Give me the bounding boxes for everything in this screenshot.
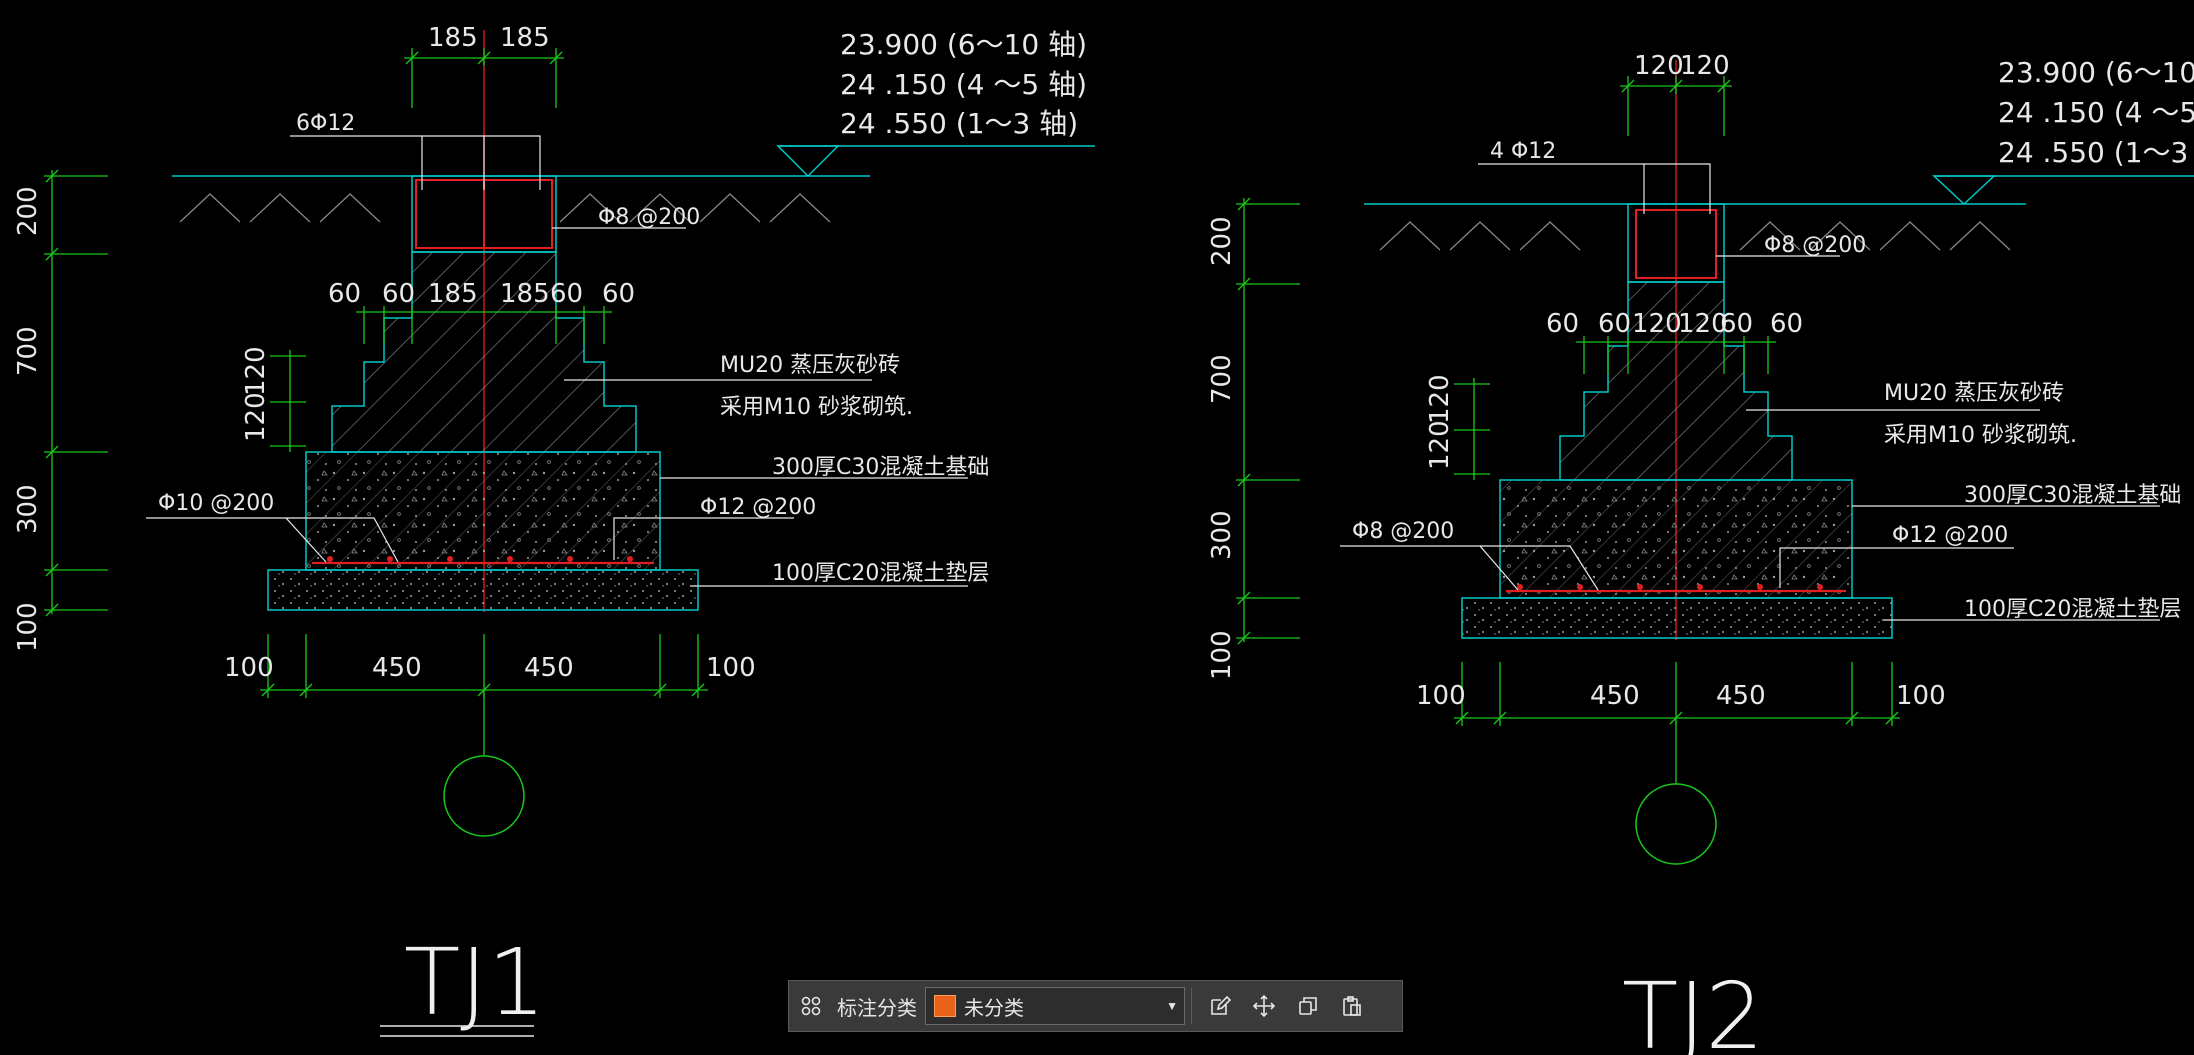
label-rebar-top: 4 Φ12	[1490, 139, 1556, 164]
brick-wall	[331, 251, 637, 453]
cushion-layer	[267, 569, 699, 611]
label-brick-1: MU20 蒸压灰砂砖	[720, 353, 900, 378]
dim-step-4: 120	[1678, 309, 1728, 339]
category-label: 标注分类	[837, 997, 917, 1020]
side-dim-lines	[1236, 197, 1300, 645]
label-footing: 300厚C30混凝土基础	[1964, 483, 2181, 508]
step-dim-lines	[356, 306, 612, 344]
rebar-dots	[1517, 584, 1823, 590]
step-vert-dim-lines	[270, 350, 306, 452]
dim-side-2: 700	[1207, 354, 1237, 404]
dim-bottom-3: 450	[1716, 681, 1766, 711]
dim-step-6: 60	[1770, 309, 1803, 339]
label-cushion: 100厚C20混凝土垫层	[1964, 597, 2181, 622]
axis-bubble	[1635, 783, 1717, 865]
dim-top-1: 120	[1634, 51, 1684, 81]
dim-side-3: 300	[13, 484, 43, 534]
dim-step-5: 60	[550, 279, 583, 309]
copy-icon[interactable]	[1288, 986, 1328, 1026]
dim-step-1: 60	[1546, 309, 1579, 339]
annotation-toolbar: 标注分类 未分类 ▼	[788, 980, 1403, 1032]
dim-step-vert-2: 120	[241, 392, 271, 442]
dim-step-1: 60	[328, 279, 361, 309]
category-dropdown[interactable]: 未分类 ▼	[925, 987, 1185, 1025]
label-footing: 300厚C30混凝土基础	[772, 455, 989, 480]
label-bottom-rebar-left: Φ10 @200	[158, 491, 274, 516]
dim-bottom-2: 450	[372, 653, 422, 683]
dim-bottom-4: 100	[1896, 681, 1946, 711]
label-stirrup: Φ8 @200	[598, 205, 700, 230]
category-color-swatch	[934, 995, 956, 1017]
leader-rebar-top	[1478, 163, 1711, 214]
label-bottom-rebar-left: Φ8 @200	[1352, 519, 1454, 544]
dim-top-2: 185	[500, 23, 550, 53]
leader-rebar-top	[290, 135, 541, 190]
dim-step-5: 60	[1720, 309, 1753, 339]
level-text-1: 23.900 (6～10 轴)	[1998, 56, 2194, 89]
drawing-tj1: 23.900 (6～10 轴) 24 .150 (4 ～5 轴) 24 .550…	[13, 23, 1095, 1037]
dim-step-4: 185	[500, 279, 550, 309]
cushion-layer	[1461, 597, 1893, 639]
drawing-title: TJ1	[404, 929, 546, 1036]
rebar-dots	[327, 556, 633, 562]
level-text-3: 24 .550 (1～3 轴)	[840, 107, 1078, 140]
dim-side-2: 700	[13, 326, 43, 376]
axis-bubble	[443, 755, 525, 837]
label-brick-1: MU20 蒸压灰砂砖	[1884, 381, 2064, 406]
dim-bottom-1: 100	[224, 653, 274, 683]
dim-step-3: 120	[1632, 309, 1682, 339]
dim-side-3: 300	[1207, 510, 1237, 560]
label-bottom-rebar-right: Φ12 @200	[700, 495, 816, 520]
top-dim-lines	[1620, 76, 1732, 136]
dim-step-6: 60	[602, 279, 635, 309]
bottom-dim-lines	[1454, 662, 1900, 726]
dim-step-vert-2: 120	[1425, 420, 1455, 470]
label-brick-2: 采用M10 砂浆砌筑.	[1884, 423, 2077, 448]
dim-step-2: 60	[382, 279, 415, 309]
label-stirrup: Φ8 @200	[1764, 233, 1866, 258]
level-text-3: 24 .550 (1～3 轴)	[1998, 136, 2194, 169]
drawing-tj2: 23.900 (6～10 轴) 24 .150 (4 ～5 轴) 24 .550…	[1207, 51, 2194, 1055]
dim-step-vert-1: 120	[1425, 374, 1455, 424]
level-marker	[1932, 175, 1996, 206]
dim-bottom-1: 100	[1416, 681, 1466, 711]
dim-step-vert-1: 120	[241, 346, 271, 396]
paste-icon[interactable]	[1332, 986, 1372, 1026]
level-text-2: 24 .150 (4 ～5 轴)	[840, 68, 1087, 101]
chevron-down-icon: ▼	[1166, 999, 1178, 1013]
dim-side-1: 200	[1207, 216, 1237, 266]
dim-bottom-2: 450	[1590, 681, 1640, 711]
move-icon[interactable]	[1244, 986, 1284, 1026]
dim-step-3: 185	[428, 279, 478, 309]
level-marker	[776, 145, 840, 178]
category-value: 未分类	[964, 997, 1024, 1020]
step-dim-lines	[1576, 336, 1776, 374]
side-dim-lines	[44, 169, 108, 617]
bottom-dim-lines	[260, 634, 708, 698]
grid-icon[interactable]	[791, 986, 831, 1026]
dim-bottom-4: 100	[706, 653, 756, 683]
dim-side-4: 100	[1207, 630, 1237, 680]
ground-hatch	[1379, 221, 2011, 251]
label-rebar-top: 6Φ12	[296, 111, 355, 136]
dim-side-1: 200	[13, 186, 43, 236]
dim-side-4: 100	[13, 602, 43, 652]
label-bottom-rebar-right: Φ12 @200	[1892, 523, 2008, 548]
dim-top-1: 185	[428, 23, 478, 53]
label-brick-2: 采用M10 砂浆砌筑.	[720, 395, 913, 420]
level-text-1: 23.900 (6～10 轴)	[840, 28, 1087, 61]
top-dim-lines	[404, 48, 564, 108]
toolbar-divider	[1191, 988, 1192, 1024]
dim-top-2: 120	[1680, 51, 1730, 81]
edit-icon[interactable]	[1200, 986, 1240, 1026]
label-cushion: 100厚C20混凝土垫层	[772, 561, 989, 586]
dim-step-2: 60	[1598, 309, 1631, 339]
dim-bottom-3: 450	[524, 653, 574, 683]
step-vert-dim-lines	[1454, 378, 1490, 480]
level-text-2: 24 .150 (4 ～5 轴)	[1998, 96, 2194, 129]
ground-hatch	[179, 193, 831, 223]
drawing-title: TJ2	[1622, 963, 1764, 1055]
